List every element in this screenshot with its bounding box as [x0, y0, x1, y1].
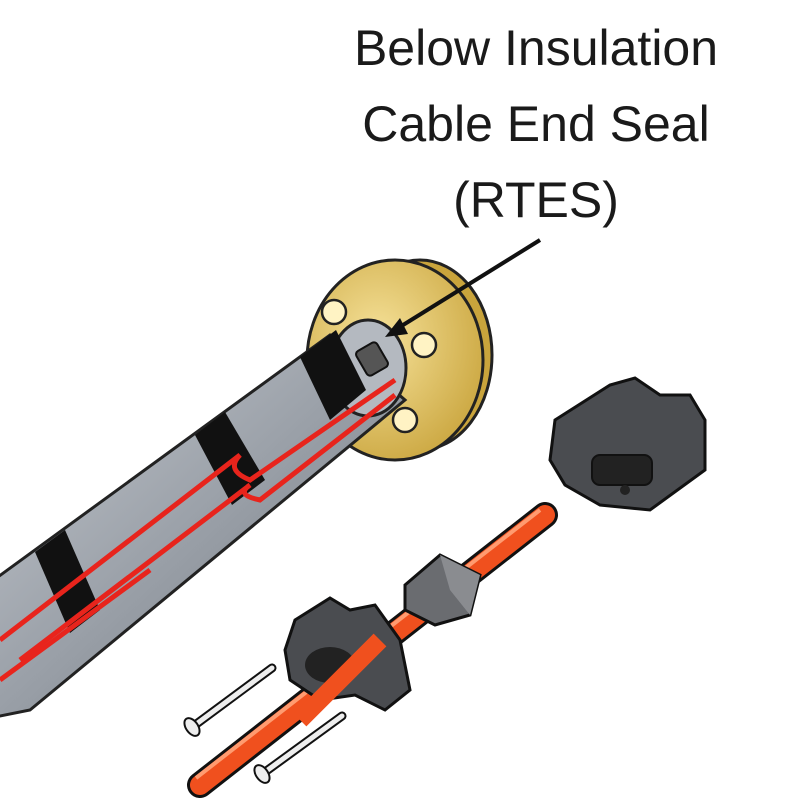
- seal-cap: [548, 376, 707, 512]
- pipe-band: [35, 530, 100, 633]
- pipe-band: [300, 330, 366, 420]
- heat-trace-cable: [0, 377, 397, 683]
- callout-arrow: [385, 238, 542, 337]
- label-line-1: Below Insulation: [353, 20, 719, 76]
- screw: [183, 663, 277, 737]
- installed-end-seal: [355, 341, 389, 377]
- seal-base: [283, 596, 412, 727]
- cable-grommet: [403, 553, 482, 627]
- pipe-band: [195, 412, 265, 505]
- label-line-3: (RTES): [453, 172, 619, 228]
- label-line-2: Cable End Seal: [362, 96, 710, 152]
- insulated-pipe: [0, 318, 408, 718]
- screw: [253, 711, 347, 784]
